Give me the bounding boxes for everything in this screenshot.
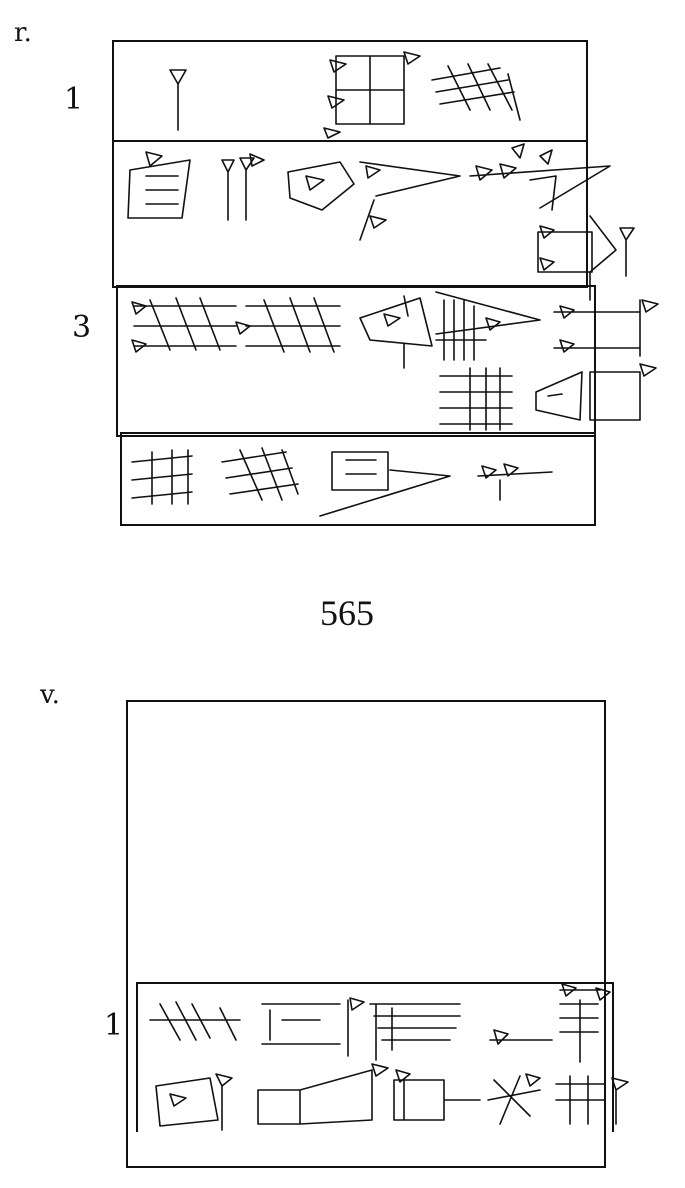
obverse-line-box-1: [112, 40, 588, 142]
reverse-line-number-1: 1: [104, 1008, 124, 1043]
cuneiform-sign-group-obverse-4: [131, 447, 553, 517]
cuneiform-sign-group-reverse-1: [149, 983, 629, 1131]
cuneiform-sign-group-obverse-2: [127, 143, 635, 301]
obverse-side-label: r.: [14, 18, 32, 48]
cuneiform-sign-group-obverse-3: [131, 291, 659, 431]
reverse-side-label: v.: [40, 680, 60, 710]
reverse-tablet-box: [126, 700, 606, 1168]
obverse-line-box-2: [112, 130, 588, 288]
text-number: 565: [320, 593, 374, 633]
cuneiform-sign-group-obverse-1: [169, 51, 521, 139]
obverse-line-box-3: [116, 285, 596, 437]
obverse-line-number-1: 1: [64, 82, 84, 117]
obverse-line-number-3: 3: [72, 310, 92, 345]
reverse-line-box-1: [136, 982, 614, 1132]
obverse-line-box-4: [120, 432, 596, 526]
